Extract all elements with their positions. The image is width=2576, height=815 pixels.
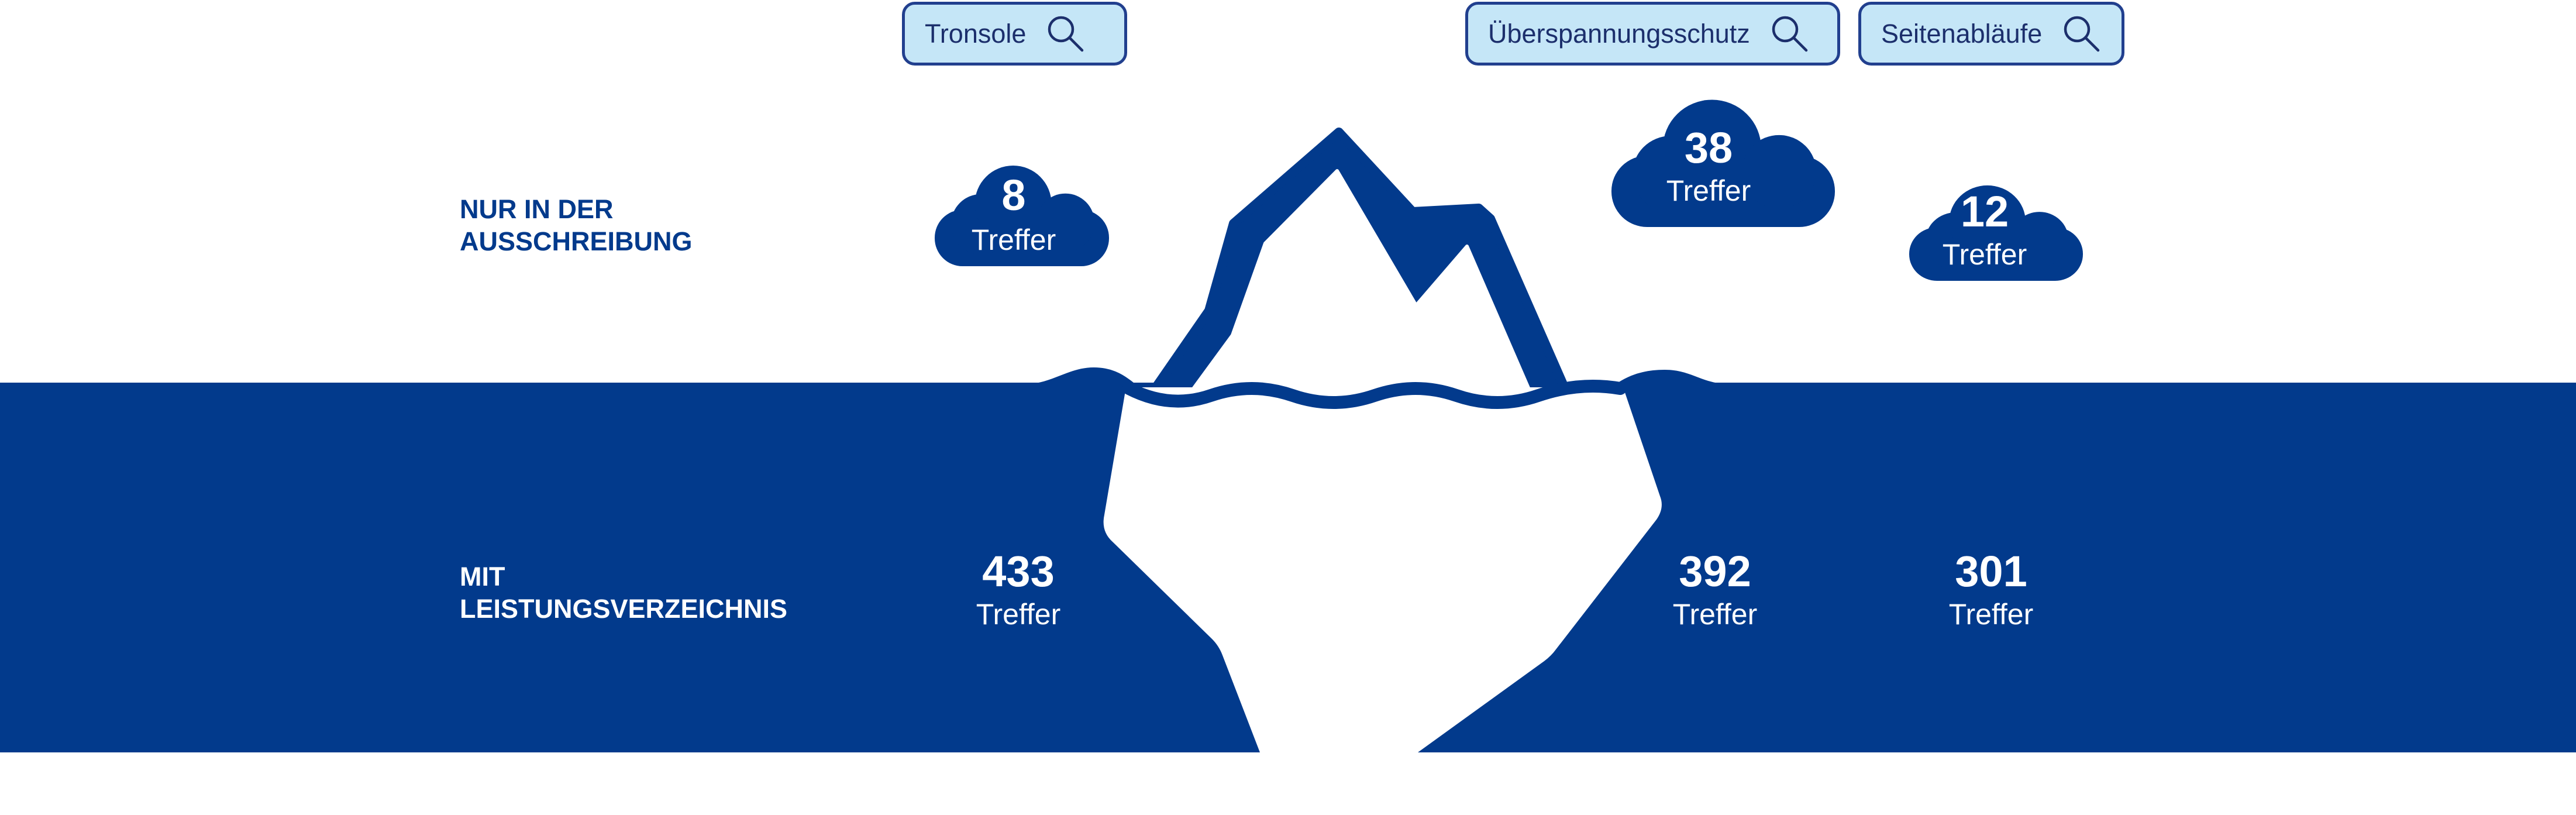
search-icon [1045,13,1087,55]
row-label-line: LEISTUNGSVERZEICHNIS [460,594,788,624]
water-wave-right [1610,370,1723,393]
row-label-line: MIT [460,562,505,592]
search-tag-tronsole[interactable]: Tronsole [902,2,1127,66]
search-tag-ueberspannungsschutz[interactable]: Überspannungsschutz [1465,2,1840,66]
search-tag-label: Überspannungsschutz [1488,19,1750,49]
count-with-lv-seitenablaeufe: 301 [1955,547,2027,596]
row-label-only-tender: NUR IN DER AUSSCHREIBUNG [460,193,693,257]
iceberg-tip-snow [1176,169,1540,411]
row-label-with-lv: MIT LEISTUNGSVERZEICHNIS [460,560,787,625]
unit-only-tender-ueberspannungsschutz: Treffer [1666,174,1751,207]
unit-with-lv-tronsole: Treffer [976,598,1061,631]
unit-only-tender-tronsole: Treffer [971,223,1056,256]
search-icon [1769,13,1811,55]
search-tag-seitenablaeufe[interactable]: Seitenabläufe [1858,2,2124,66]
search-tag-label: Seitenabläufe [1881,19,2043,49]
count-only-tender-seitenablaeufe: 12 [1960,187,2009,236]
iceberg-underwater [1103,387,1662,752]
unit-with-lv-seitenablaeufe: Treffer [1948,598,2034,631]
water-wave-left [1029,367,1139,393]
row-label-line: AUSSCHREIBUNG [460,226,693,256]
unit-with-lv-ueberspannungsschutz: Treffer [1672,598,1758,631]
count-with-lv-tronsole: 433 [982,547,1055,596]
waterline-wave [1122,380,1627,409]
count-only-tender-ueberspannungsschutz: 38 [1684,123,1733,172]
count-with-lv-ueberspannungsschutz: 392 [1679,547,1751,596]
search-icon [2061,13,2103,55]
unit-only-tender-seitenablaeufe: Treffer [1942,238,2027,271]
search-tag-label: Tronsole [925,19,1027,49]
count-only-tender-tronsole: 8 [1001,171,1026,219]
row-label-line: NUR IN DER [460,194,614,224]
